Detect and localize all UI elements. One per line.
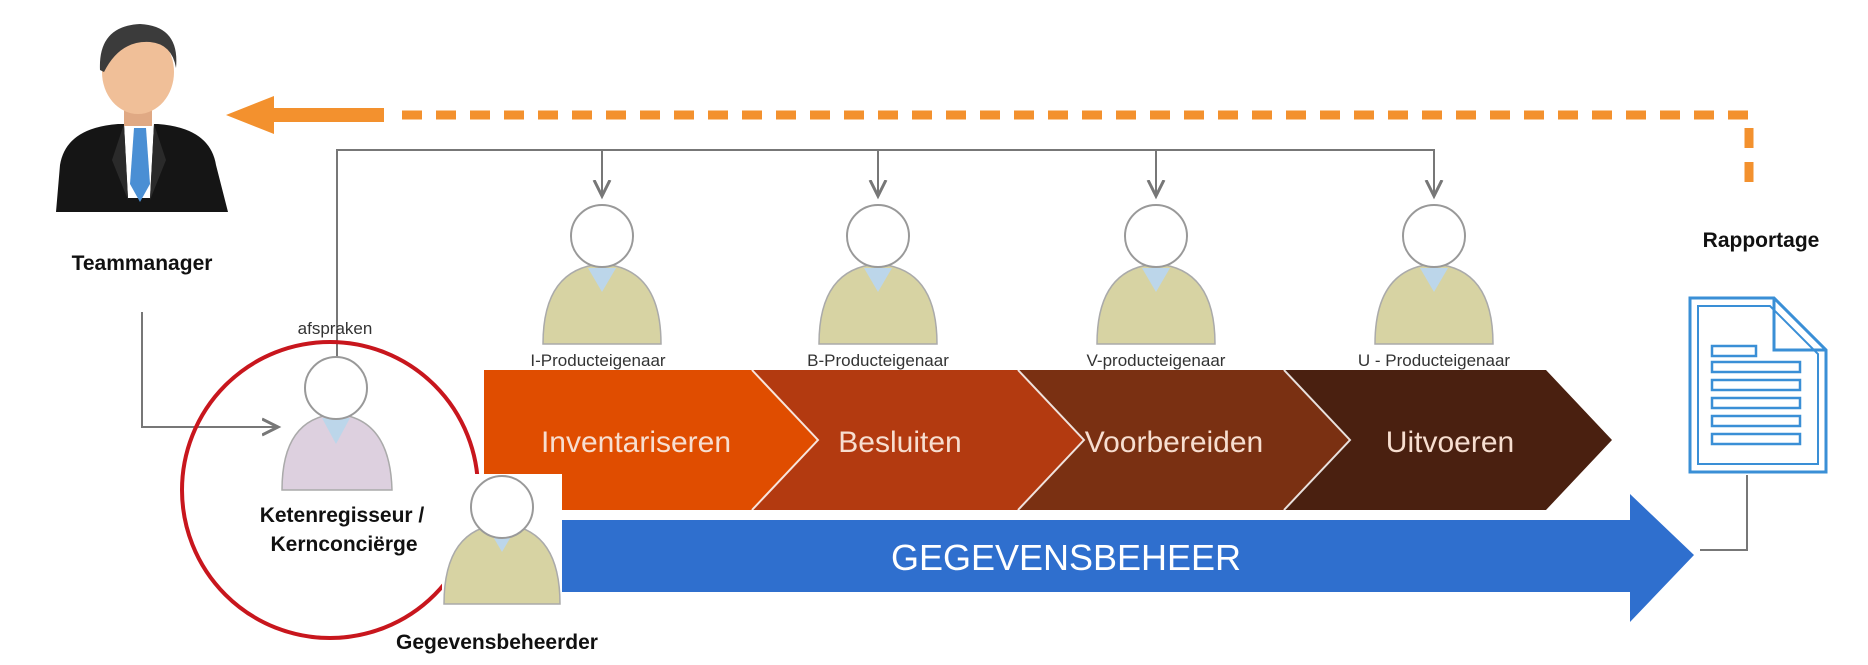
data-management-arrow [530, 494, 1694, 622]
afspraken-label: afspraken [298, 319, 373, 338]
businessman-icon [56, 24, 228, 212]
step-besluiten [752, 370, 1084, 510]
person-icon [281, 356, 393, 491]
ketenregisseur-label-1: Ketenregisseur / [260, 504, 425, 527]
owner-label-u: U - Producteigenaar [1358, 351, 1510, 370]
person-icon [1374, 204, 1494, 345]
person-icon [1096, 204, 1216, 345]
step-label-besluiten: Besluiten [838, 426, 961, 459]
step-voorbereiden [1018, 370, 1350, 510]
person-icon [542, 204, 662, 345]
teammanager-label: Teammanager [72, 252, 213, 275]
document-icon [1688, 296, 1828, 474]
feedback-arrow [226, 96, 1754, 182]
ketenregisseur-label-2: Kernconciërge [270, 533, 417, 556]
step-uitvoeren [1284, 370, 1612, 510]
afspraken-connectors [141, 149, 1748, 551]
step-inventariseren [484, 370, 818, 510]
step-label-inventariseren: Inventariseren [541, 426, 731, 459]
step-label-uitvoeren: Uitvoeren [1386, 426, 1514, 459]
rapportage-label: Rapportage [1703, 229, 1820, 252]
gegevensbeheerder-label: Gegevensbeheerder [396, 631, 598, 654]
owner-label-b: B-Producteigenaar [807, 351, 949, 370]
owner-label-v: V-producteigenaar [1087, 351, 1226, 370]
step-label-voorbereiden: Voorbereiden [1085, 426, 1263, 459]
data-management-label: GEGEVENSBEHEER [891, 537, 1241, 578]
person-icon [818, 204, 938, 345]
owner-label-i: I-Producteigenaar [530, 351, 665, 370]
person-icon [442, 474, 562, 612]
